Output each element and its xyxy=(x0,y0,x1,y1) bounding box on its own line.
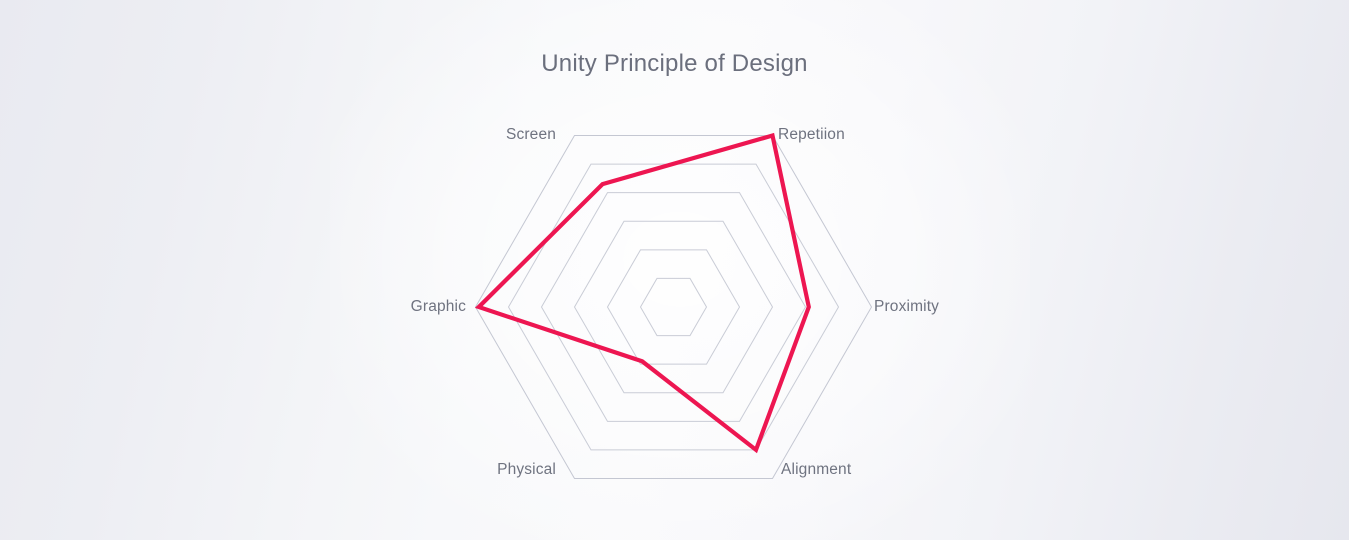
axis-label-proximity: Proximity xyxy=(874,298,940,315)
radar-series xyxy=(474,132,811,454)
series-polygon-0 xyxy=(474,132,811,454)
grid-ring-4 xyxy=(542,193,806,422)
axis-label-screen: Screen xyxy=(505,126,556,143)
grid-ring-5 xyxy=(509,164,839,450)
axis-label-graphic: Graphic xyxy=(410,298,466,315)
page-title: Unity Principle of Design xyxy=(541,50,808,77)
grid-ring-2 xyxy=(608,250,740,364)
axis-label-repetition: Repetiion xyxy=(778,126,845,143)
grid-ring-1 xyxy=(641,278,707,335)
axis-label-alignment: Alignment xyxy=(781,461,852,478)
radar-grid xyxy=(476,136,872,479)
grid-ring-6 xyxy=(476,136,872,479)
axis-label-physical: Physical xyxy=(497,461,556,478)
grid-ring-3 xyxy=(575,221,773,392)
